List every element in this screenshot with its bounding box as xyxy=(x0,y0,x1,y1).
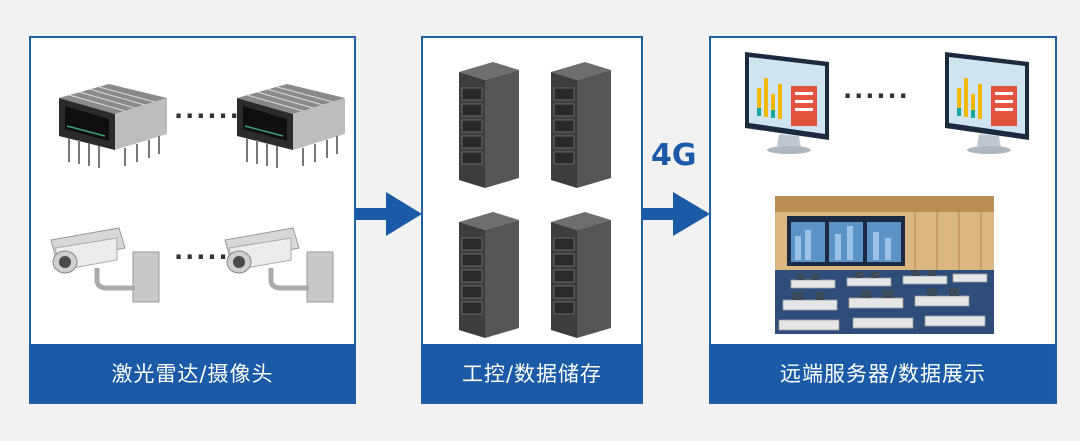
ellipsis-dots: ······ xyxy=(174,102,241,130)
control-room-image xyxy=(775,196,994,334)
arrow-right-icon xyxy=(643,192,710,236)
arrow-right-icon xyxy=(356,192,422,236)
monitor-icon xyxy=(945,52,1029,154)
storage-panel: 工控/数据储存 xyxy=(421,36,643,404)
server-rack-icon xyxy=(459,212,519,338)
security-camera-icon xyxy=(224,227,334,303)
sensors-label: 激光雷达/摄像头 xyxy=(31,344,354,402)
lidar-icon xyxy=(237,84,345,168)
monitor-icon xyxy=(745,52,829,154)
security-camera-icon xyxy=(50,227,160,303)
storage-label: 工控/数据储存 xyxy=(423,344,641,402)
server-rack-icon xyxy=(551,212,611,338)
lidar-icon xyxy=(59,84,167,168)
display-label: 远端服务器/数据展示 xyxy=(711,344,1055,402)
link-4g-label: 4G xyxy=(651,138,697,173)
sensors-panel: ······ ······ 激光雷达/摄像头 xyxy=(29,36,356,404)
ellipsis-dots: ······ xyxy=(843,82,910,110)
display-panel: ······ xyxy=(709,36,1057,404)
server-rack-icon xyxy=(459,62,519,188)
server-rack-icon xyxy=(551,62,611,188)
